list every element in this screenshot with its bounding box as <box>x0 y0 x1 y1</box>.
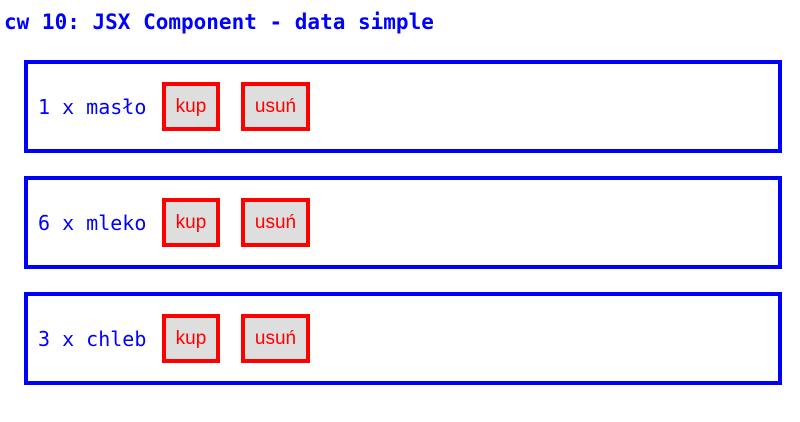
product-text: 6 x mleko <box>38 211 147 235</box>
remove-button[interactable]: usuń <box>241 198 310 247</box>
product-item: 6 x mleko kup usuń <box>24 176 782 269</box>
product-text: 3 x chleb <box>38 327 147 351</box>
product-text: 1 x masło <box>38 95 147 119</box>
buy-button[interactable]: kup <box>162 198 220 247</box>
remove-button[interactable]: usuń <box>241 82 310 131</box>
product-item: 3 x chleb kup usuń <box>24 292 782 385</box>
remove-button[interactable]: usuń <box>241 314 310 363</box>
product-item: 1 x masło kup usuń <box>24 60 782 153</box>
buy-button[interactable]: kup <box>162 82 220 131</box>
page-title: cw 10: JSX Component - data simple <box>4 10 434 34</box>
buy-button[interactable]: kup <box>162 314 220 363</box>
